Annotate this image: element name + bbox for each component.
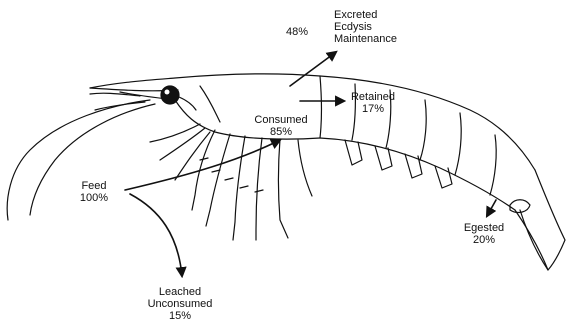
flow-arrows <box>125 52 496 276</box>
excreted-percent-text: 48% <box>286 26 308 38</box>
leg-joints <box>200 158 263 192</box>
label-leached: Leached Unconsumed 15% <box>145 286 215 322</box>
arrow-consumed <box>125 140 280 190</box>
label-egested: Egested 20% <box>462 222 506 246</box>
label-excreted-percent: 48% <box>286 26 308 38</box>
excreted-line3: Maintenance <box>334 33 397 45</box>
segment-5 <box>490 135 496 195</box>
label-retained: Retained 17% <box>350 91 396 115</box>
leg-5 <box>279 139 289 238</box>
feed-line2: 100% <box>72 192 116 204</box>
leg-3 <box>233 136 245 240</box>
carapace-groove <box>200 86 220 122</box>
feed-line1: Feed <box>72 180 116 192</box>
leg-4 <box>256 138 262 240</box>
egested-line1: Egested <box>462 222 506 234</box>
consumed-line1: Consumed <box>252 114 310 126</box>
segment-4 <box>455 113 461 175</box>
leached-line3: 15% <box>145 310 215 322</box>
excreted-line1: Excreted <box>334 9 397 21</box>
retained-line2: 17% <box>350 103 396 115</box>
maxilliped-2 <box>150 124 200 142</box>
label-excreted: Excreted Ecdysis Maintenance <box>334 9 397 45</box>
carapace-rear-edge <box>320 76 322 138</box>
eye <box>161 86 179 104</box>
arrow-egested <box>487 200 496 216</box>
arrow-leached <box>130 194 182 276</box>
label-feed: Feed 100% <box>72 180 116 204</box>
arrow-excreted <box>290 52 336 86</box>
eye-highlight <box>165 90 170 95</box>
abdomen-underside <box>320 138 515 210</box>
carapace-outline <box>90 74 535 170</box>
label-consumed: Consumed 85% <box>252 114 310 138</box>
retained-line1: Retained <box>350 91 396 103</box>
leached-line1: Leached <box>145 286 215 298</box>
pleopod-1 <box>345 140 362 165</box>
consumed-line2: 85% <box>252 126 310 138</box>
excreted-line2: Ecdysis <box>334 21 397 33</box>
leached-line2: Unconsumed <box>145 298 215 310</box>
segment-3 <box>420 100 426 160</box>
egested-line2: 20% <box>462 234 506 246</box>
tail-fan <box>515 170 565 270</box>
leg-6 <box>298 140 312 196</box>
